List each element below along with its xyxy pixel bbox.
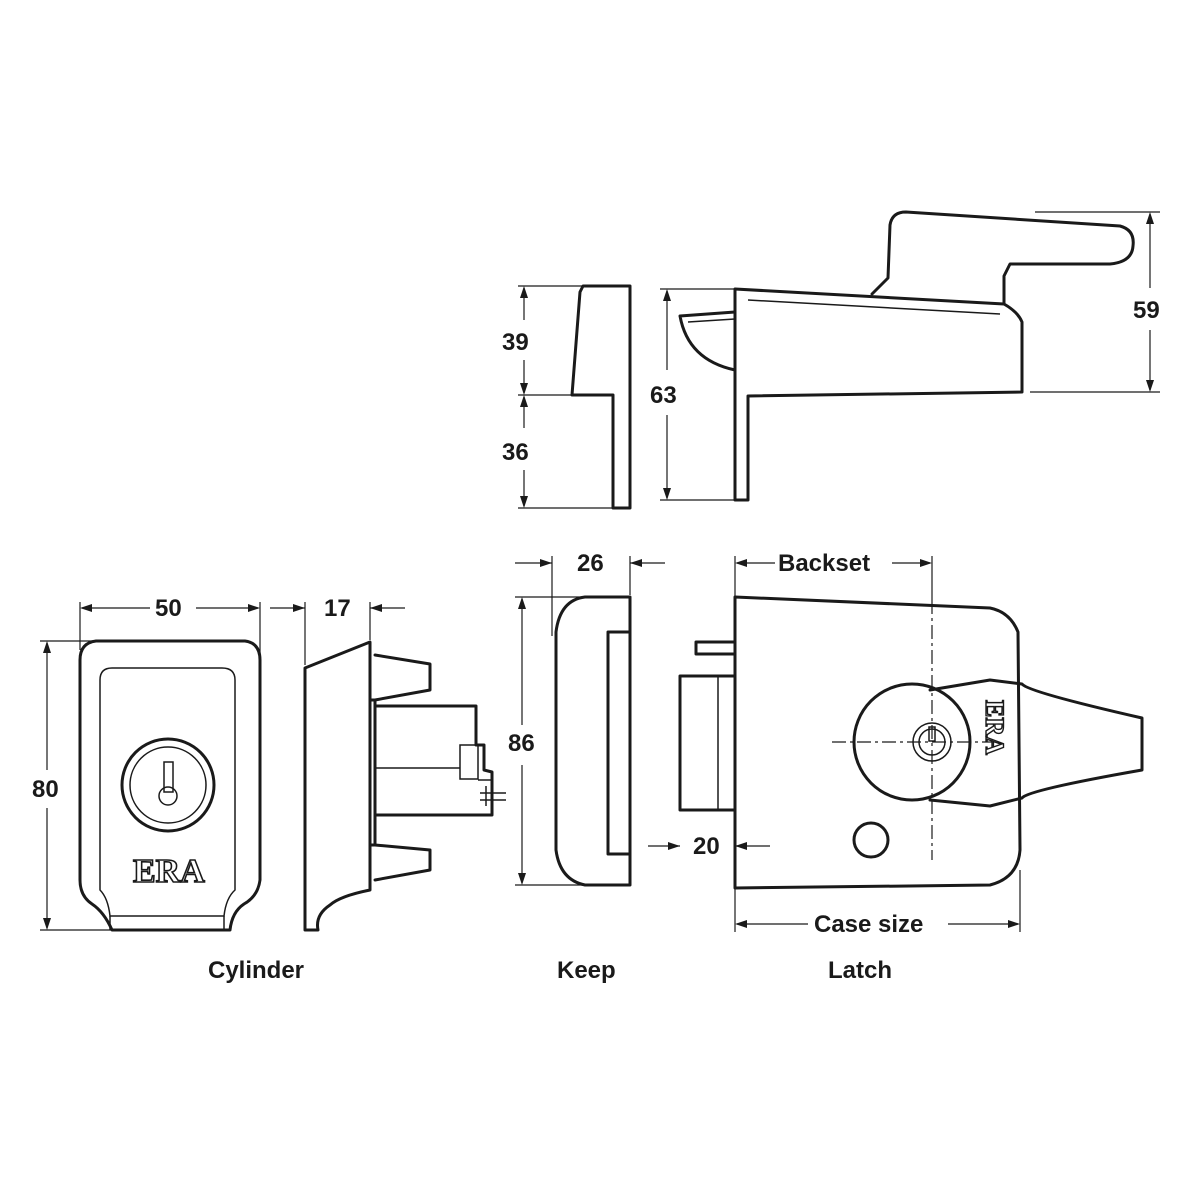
latch-front-dimensions: Backset 20 Case size <box>648 550 1021 938</box>
cylinder-front-view: ERA <box>78 639 262 932</box>
keep-side-lower-dim: 36 <box>502 439 529 466</box>
cylinder-side-view <box>303 640 506 932</box>
caption-latch: Latch <box>828 957 892 984</box>
keep-side-view <box>570 284 632 510</box>
keep-front-view <box>554 595 632 887</box>
cylinder-depth-dim: 17 <box>324 595 351 622</box>
caption-cylinder: Cylinder <box>208 957 304 984</box>
latch-bolt-offset-dim: 20 <box>693 833 720 860</box>
latch-total-height-dim: 59 <box>1133 297 1160 324</box>
latch-era-logo: ERA <box>980 700 1009 755</box>
caption-keep: Keep <box>557 957 616 984</box>
keep-side-dimensions: 39 36 <box>502 285 613 509</box>
latch-side-dimensions: 63 59 <box>650 211 1160 501</box>
latch-side-height-dim: 63 <box>650 382 677 409</box>
cylinder-side-dimensions: 17 <box>270 595 405 665</box>
keep-height-dim: 86 <box>508 730 535 757</box>
cylinder-height-dim: 80 <box>32 776 59 803</box>
latch-side-view <box>678 210 1135 502</box>
keep-front-dimensions: 26 86 <box>508 550 665 886</box>
cylinder-front-dimensions: 50 80 <box>32 595 261 931</box>
cylinder-width-dim: 50 <box>155 595 182 622</box>
case-size-dim: Case size <box>814 911 923 938</box>
keep-depth-dim: 26 <box>577 550 604 577</box>
backset-dim: Backset <box>778 550 870 577</box>
latch-front-view: ERA <box>678 595 1144 890</box>
cylinder-era-logo: ERA <box>133 853 205 890</box>
keep-side-upper-dim: 39 <box>502 329 529 356</box>
